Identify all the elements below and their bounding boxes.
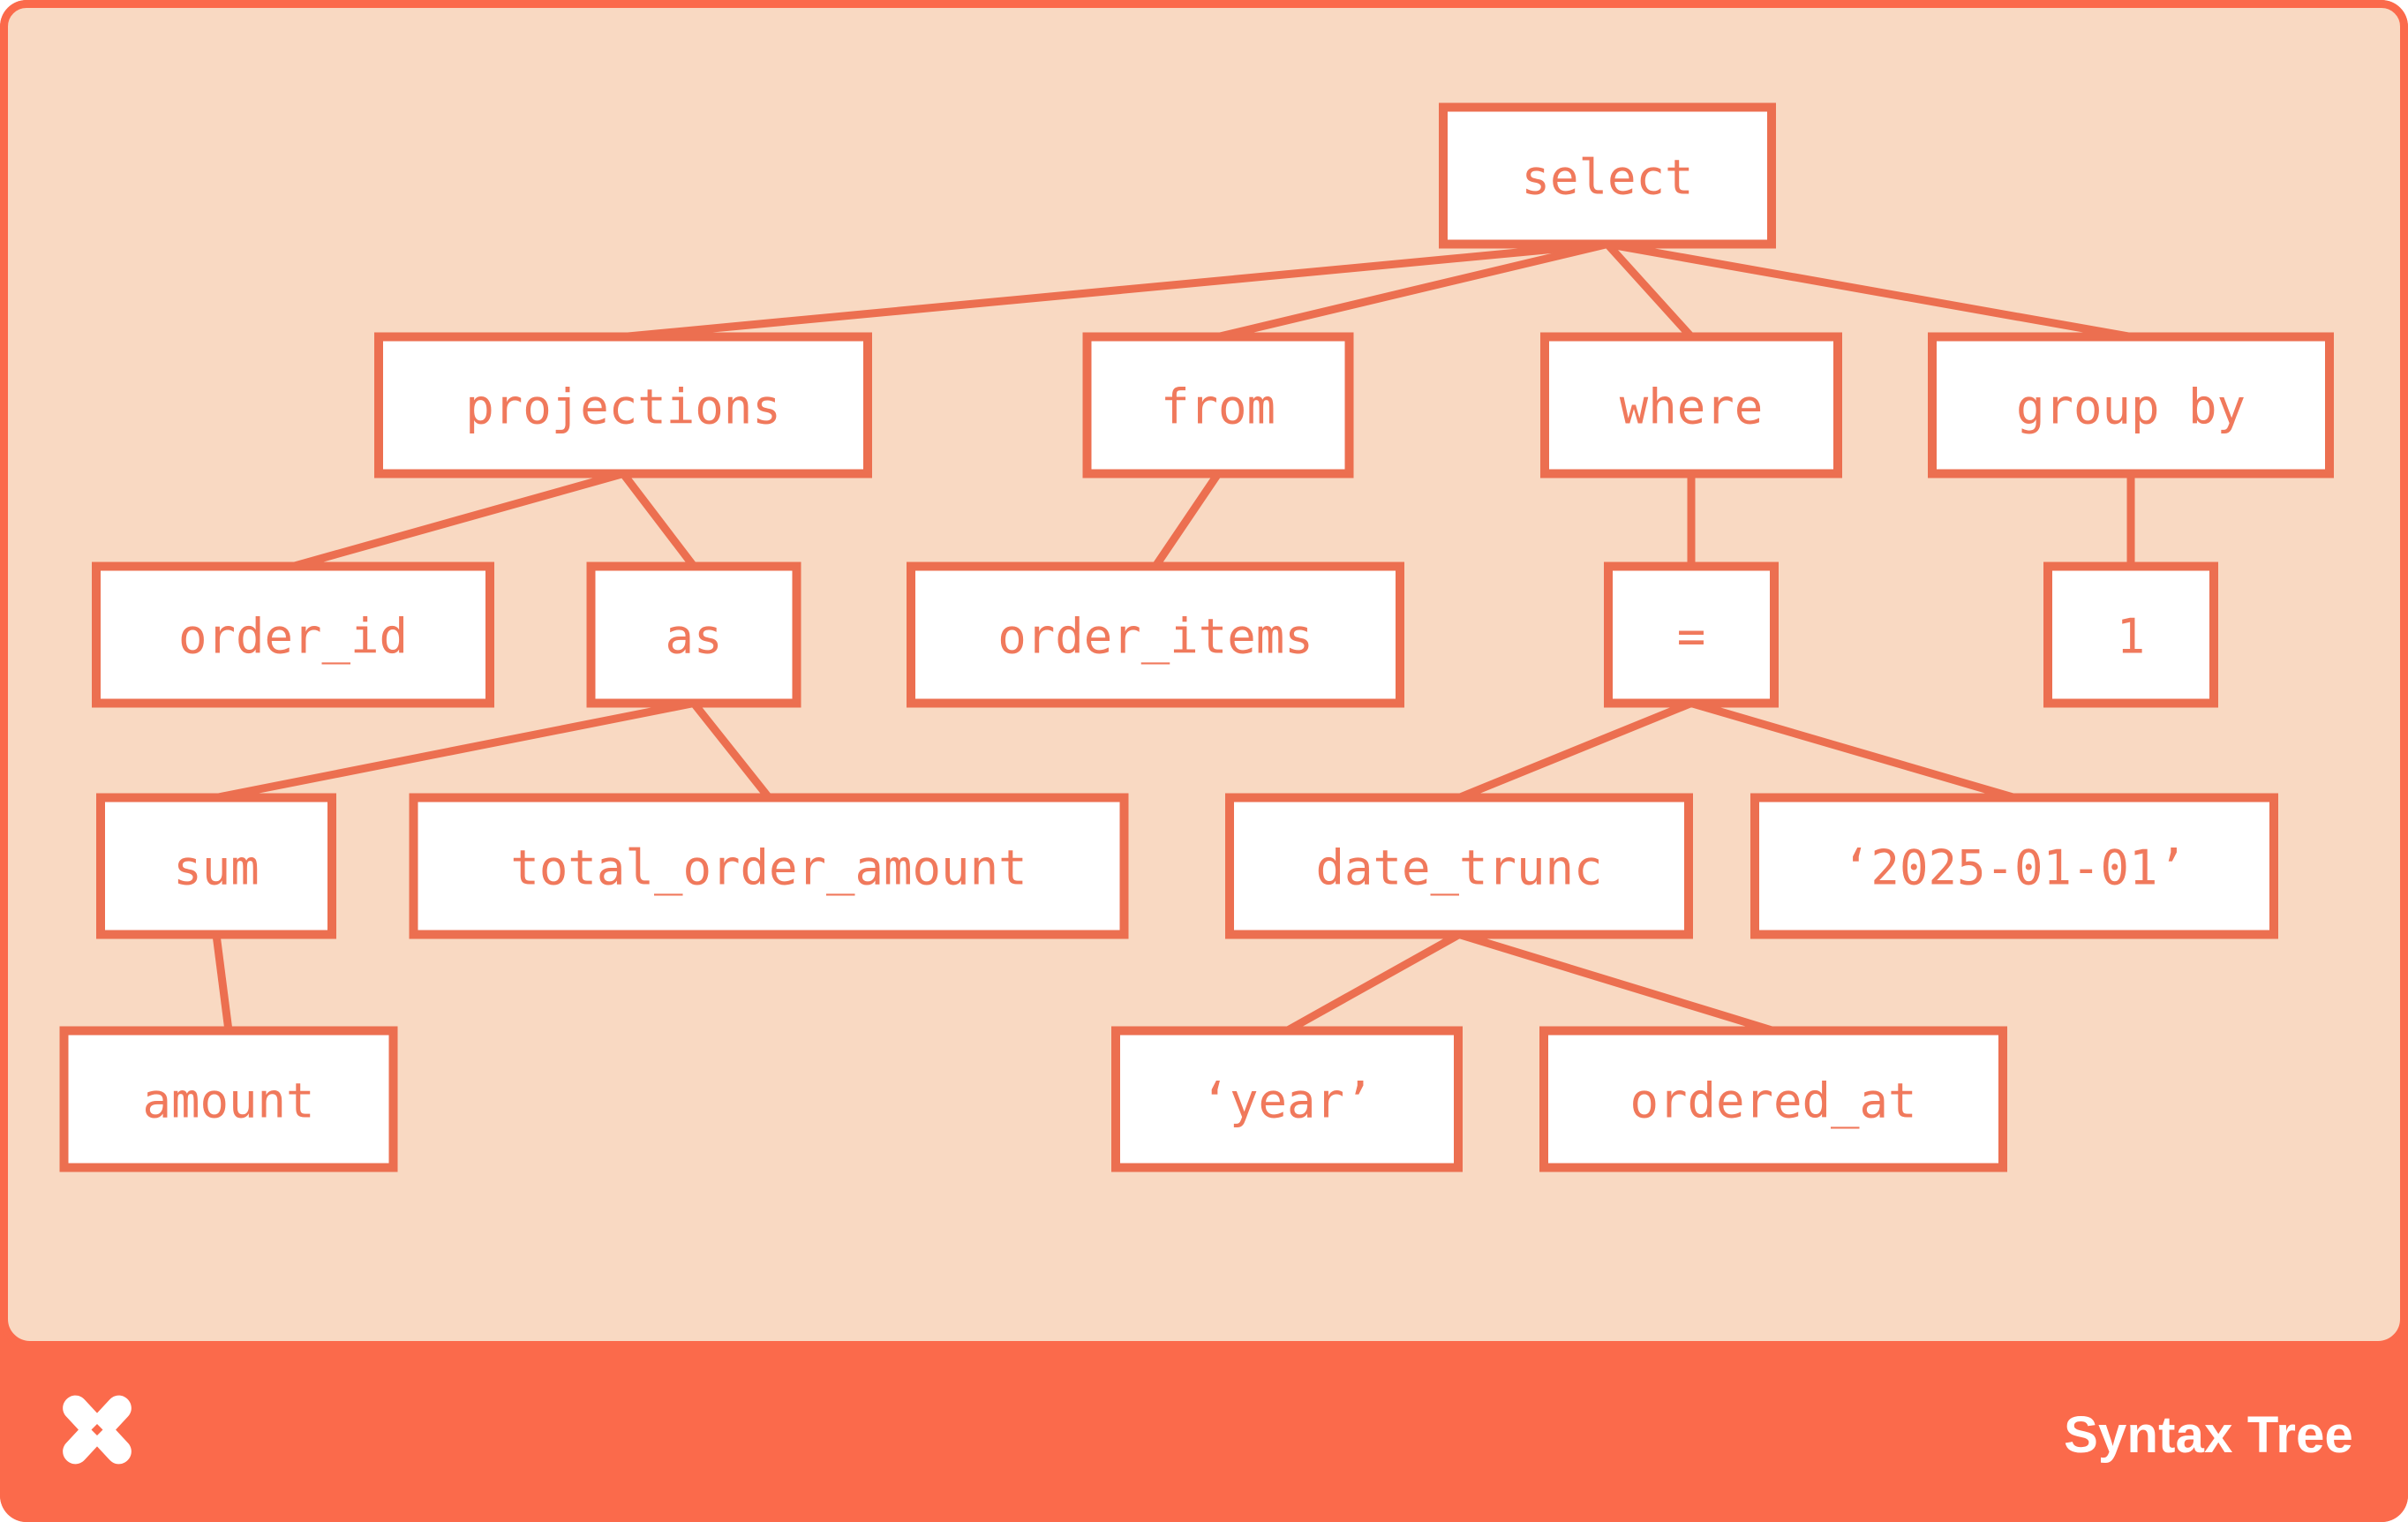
- tree-node-label-as: as: [665, 609, 722, 665]
- tree-nodes-layer: select projections from where group by order_…: [59, 102, 2334, 1172]
- tree-edge-eq-to-date_literal: [1689, 699, 2016, 802]
- tree-node-label-group_by: group by: [2016, 380, 2246, 435]
- tree-node-from[interactable]: from: [1082, 332, 1354, 478]
- syntax-tree-graph: select projections from where group by order_…: [59, 102, 2334, 1172]
- tree-node-group_by[interactable]: group by: [1928, 332, 2334, 478]
- tree-node-label-one: 1: [2117, 609, 2146, 665]
- tree-node-box-sum[interactable]: [96, 793, 336, 939]
- tree-node-label-ordered_at: ordered_at: [1629, 1074, 1916, 1129]
- tree-node-label-select: select: [1521, 150, 1693, 206]
- tree-node-amount[interactable]: amount: [59, 1026, 398, 1172]
- tree-node-label-from: from: [1161, 380, 1275, 435]
- tree-node-label-projections: projections: [465, 380, 781, 435]
- tree-node-order_items[interactable]: order_items: [907, 561, 1404, 708]
- tree-edge-projections-to-as: [620, 471, 697, 569]
- tree-node-box-group_by[interactable]: [1928, 332, 2334, 478]
- tree-edge-as-to-sum: [215, 699, 695, 802]
- tree-node-box-date_literal[interactable]: [1750, 793, 2278, 939]
- tree-edge-projections-to-order_id: [291, 470, 625, 570]
- tree-node-box-order_items[interactable]: [907, 561, 1404, 708]
- tree-node-label-order_id: order_id: [178, 609, 408, 665]
- tree-node-label-date_literal: ‘2025-01-01’: [1842, 840, 2186, 896]
- tree-node-eq[interactable]: =: [1604, 561, 1779, 708]
- tree-node-box-total_order_amount[interactable]: [409, 793, 1129, 939]
- tree-canvas-panel: select projections from where group by order_…: [0, 0, 2408, 1349]
- tree-node-box-eq[interactable]: [1604, 561, 1779, 708]
- tree-node-box-ordered_at[interactable]: [1539, 1026, 2007, 1172]
- footer-bar: Syntax Tree: [0, 1349, 2408, 1522]
- tree-edge-sum-to-amount: [212, 933, 233, 1032]
- tree-node-label-order_items: order_items: [997, 609, 1313, 665]
- tree-node-box-order_id[interactable]: [92, 561, 494, 708]
- tree-node-box-year_literal[interactable]: [1111, 1026, 1463, 1172]
- tree-node-label-eq: =: [1677, 609, 1706, 665]
- tree-node-box-select[interactable]: [1439, 102, 1776, 249]
- tree-node-label-date_trunc: date_trunc: [1315, 840, 1602, 896]
- tree-edge-select-to-where: [1604, 241, 1695, 340]
- tree-edge-select-to-projections: [622, 240, 1608, 341]
- tree-node-box-from[interactable]: [1082, 332, 1354, 478]
- tree-node-label-where: where: [1620, 380, 1764, 435]
- tree-node-ordered_at[interactable]: ordered_at: [1539, 1026, 2007, 1172]
- tree-node-box-one[interactable]: [2043, 561, 2218, 708]
- tree-edge-date_trunc-to-year_literal: [1284, 931, 1462, 1035]
- tree-node-date_literal[interactable]: ‘2025-01-01’: [1750, 793, 2278, 939]
- tree-edge-eq-to-date_trunc: [1457, 699, 1693, 802]
- tree-node-label-sum: sum: [173, 840, 260, 896]
- tree-node-label-year_literal: ‘year’: [1200, 1074, 1373, 1129]
- tree-node-projections[interactable]: projections: [374, 332, 872, 478]
- nx-star-logo-icon: [63, 1395, 132, 1465]
- tree-edge-from-to-order_items: [1152, 471, 1222, 569]
- tree-node-label-amount: amount: [142, 1074, 314, 1129]
- tree-node-box-date_trunc[interactable]: [1225, 793, 1693, 939]
- tree-edge-date_trunc-to-ordered_at: [1457, 931, 1775, 1035]
- tree-node-date_trunc[interactable]: date_trunc: [1225, 793, 1693, 939]
- tree-node-sum[interactable]: sum: [96, 793, 336, 939]
- tree-node-select[interactable]: select: [1439, 102, 1776, 249]
- tree-edge-select-to-group_by: [1607, 240, 2132, 341]
- tree-node-total_order_amount[interactable]: total_order_amount: [409, 793, 1129, 939]
- tree-node-year_literal[interactable]: ‘year’: [1111, 1026, 1463, 1172]
- tree-node-label-total_order_amount: total_order_amount: [510, 840, 1027, 896]
- tree-edges-layer: [212, 240, 2135, 1035]
- tree-node-as[interactable]: as: [586, 561, 801, 708]
- tree-node-box-amount[interactable]: [59, 1026, 398, 1172]
- tree-edge-select-to-from: [1216, 240, 1609, 341]
- tree-node-one[interactable]: 1: [2043, 561, 2218, 708]
- tree-node-box-where[interactable]: [1540, 332, 1842, 478]
- tree-node-order_id[interactable]: order_id: [92, 561, 494, 708]
- tree-node-where[interactable]: where: [1540, 332, 1842, 478]
- footer-title: Syntax Tree: [2064, 1406, 2353, 1464]
- tree-node-box-as[interactable]: [586, 561, 801, 708]
- tree-edge-as-to-total_order_amount: [690, 700, 772, 801]
- tree-node-box-projections[interactable]: [374, 332, 872, 478]
